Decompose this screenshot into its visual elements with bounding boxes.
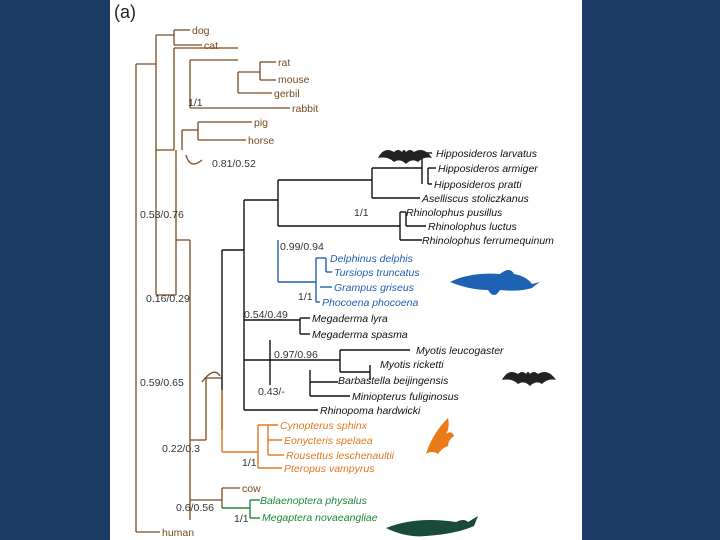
dolphin-labels: Delphinus delphis Tursiops truncatus Gra… (322, 253, 420, 309)
taxon-label: Myotis leucogaster (416, 345, 504, 357)
dolphin-branches (277, 240, 332, 303)
whale-labels: Balaenoptera physalus Megaptera novaeang… (260, 495, 378, 524)
dolphin-icon (450, 270, 540, 295)
support-value: 0.99/0.94 (280, 241, 324, 253)
megabat-labels: Cynopterus sphinx Eonycteris spelaea Rou… (280, 420, 395, 475)
taxon-label: Rhinopoma hardwicki (320, 405, 421, 417)
taxon-label: Megaptera novaeangliae (262, 512, 378, 524)
support-values: 1/1 0.81/0.52 0.53/0.76 1/1 0.99/0.94 1/… (140, 97, 369, 525)
taxon-label: horse (248, 135, 274, 147)
taxon-label: Hipposideros armiger (438, 163, 538, 175)
taxon-label: Hipposideros larvatus (436, 148, 538, 160)
taxon-label: Aselliscus stoliczkanus (421, 193, 530, 205)
taxon-label: Balaenoptera physalus (260, 495, 368, 507)
panel-label: (a) (114, 2, 136, 22)
figure-panel: (a) (110, 0, 582, 540)
taxon-label: Tursiops truncatus (334, 267, 420, 279)
bat-icon (378, 150, 432, 164)
support-value: 1/1 (188, 97, 203, 109)
megabat-branches (221, 390, 284, 469)
bat-branches (221, 152, 436, 430)
taxon-label: Rhinolophus pusillus (406, 207, 503, 219)
taxon-label: Grampus griseus (334, 282, 415, 294)
support-value: 0.16/0.29 (146, 293, 190, 305)
phylogenetic-tree: dog cat rat mouse gerbil rabbit pig hors… (135, 25, 556, 539)
support-value: 0.53/0.76 (140, 209, 184, 221)
taxon-label: Rhinolophus luctus (428, 221, 517, 233)
taxon-label: cow (242, 483, 261, 495)
support-value: 0.59/0.65 (140, 377, 184, 389)
taxon-label: gerbil (274, 88, 300, 100)
outgroup-labels: dog cat rat mouse gerbil rabbit pig hors… (162, 25, 318, 539)
taxon-label: dog (192, 25, 210, 37)
taxon-label: Pteropus vampyrus (284, 463, 375, 475)
taxon-label: Rousettus leschenaultii (286, 450, 395, 462)
support-value: 1/1 (298, 291, 313, 303)
support-value: 0.54/0.49 (244, 309, 288, 321)
taxon-label: Megaderma lyra (312, 313, 388, 325)
taxon-label: pig (254, 117, 268, 129)
taxon-label: Barbastella beijingensis (338, 375, 449, 387)
support-value: 0.6/0.56 (176, 502, 214, 514)
bat-labels: Hipposideros larvatus Hipposideros armig… (312, 148, 554, 417)
bat-icon (502, 372, 556, 386)
support-value: 0.22/0.3 (162, 443, 200, 455)
taxon-label: mouse (278, 74, 310, 86)
taxon-label: Rhinolophus ferrumequinum (422, 235, 554, 247)
taxon-label: Phocoena phocoena (322, 297, 418, 309)
support-value: 1/1 (234, 513, 249, 525)
taxon-label: Eonycteris spelaea (284, 435, 373, 447)
whale-branches (222, 499, 260, 519)
support-value: 0.97/0.96 (274, 349, 318, 361)
taxon-label: Delphinus delphis (330, 253, 414, 265)
outgroup-branches (135, 29, 290, 533)
taxon-label: Megaderma spasma (312, 329, 408, 341)
support-value: 1/1 (354, 207, 369, 219)
support-value: 0.43/- (258, 386, 285, 398)
taxon-label: Myotis ricketti (380, 359, 444, 371)
fruit-bat-icon (426, 418, 454, 454)
taxon-label: rabbit (292, 103, 318, 115)
taxon-label: Hipposideros pratti (434, 179, 522, 191)
taxon-label: Miniopterus fuliginosus (352, 391, 460, 403)
taxon-label: rat (278, 57, 290, 69)
taxon-label: cat (204, 40, 218, 52)
whale-icon (386, 516, 478, 537)
support-value: 0.81/0.52 (212, 158, 256, 170)
taxon-label: human (162, 527, 194, 539)
taxon-label: Cynopterus sphinx (280, 420, 368, 432)
support-value: 1/1 (242, 457, 257, 469)
